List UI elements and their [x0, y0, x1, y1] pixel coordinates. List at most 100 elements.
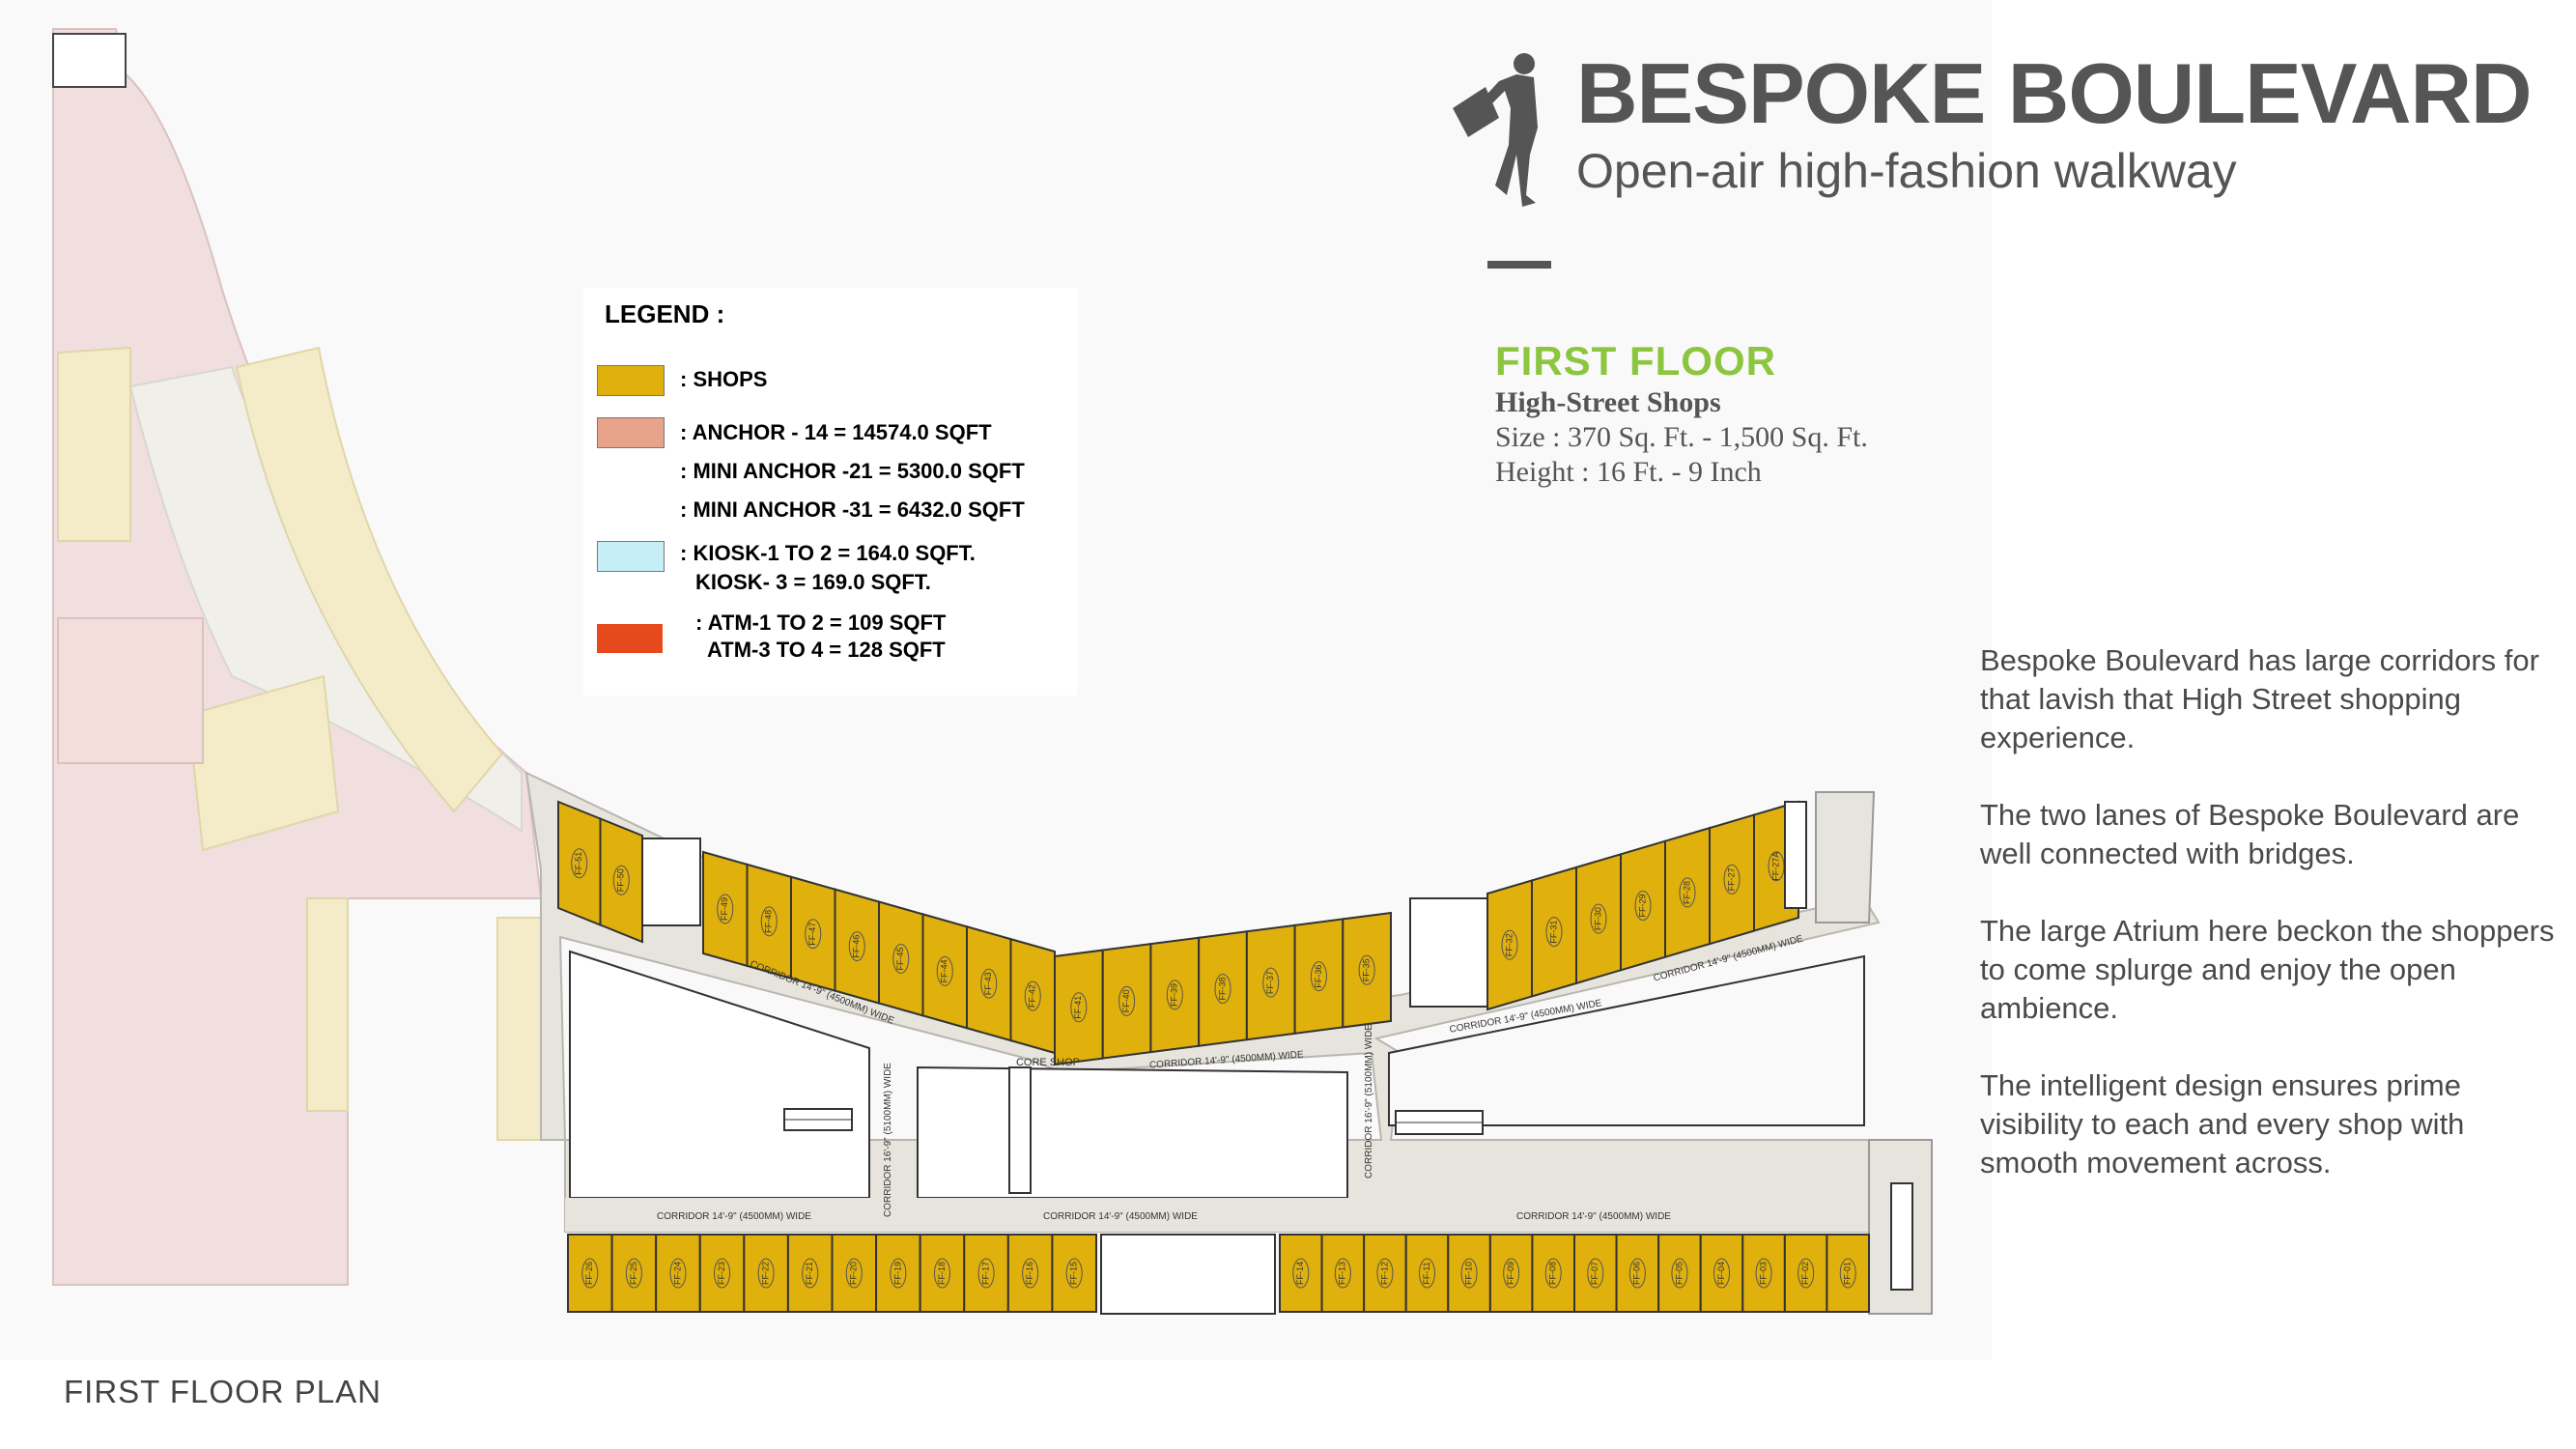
shop-label-oval	[612, 865, 630, 895]
corridor-label-lower-mid: CORRIDOR 14'-9" (4500MM) WIDE	[1043, 1211, 1198, 1222]
shop-label-oval	[1587, 1258, 1604, 1289]
legend-title: LEGEND :	[605, 299, 725, 328]
shop-label: FF-43	[983, 972, 993, 995]
shop-label-oval	[1713, 1258, 1730, 1289]
shop-label: FF-23	[717, 1262, 726, 1285]
shop-label: FF-28	[1682, 881, 1691, 904]
shop-label: FF-02	[1800, 1262, 1810, 1285]
corridor-label-vertical-right: CORRIDOR 16'-9" (5100MM) WIDE	[1364, 1024, 1374, 1179]
shop-label-oval	[1214, 974, 1231, 1004]
shop-label-oval	[980, 968, 998, 999]
shop-label: FF-05	[1674, 1262, 1684, 1285]
info-panel-background	[1992, 0, 2576, 1449]
shop-label: FF-48	[764, 910, 774, 933]
title-divider	[1487, 261, 1551, 269]
shop-unit[interactable]	[1051, 1234, 1097, 1313]
plan-caption: FIRST FLOOR PLAN	[64, 1374, 382, 1409]
shop-label: FF-10	[1463, 1262, 1473, 1285]
shop-label: FF-27	[1726, 867, 1736, 891]
shop-label-oval	[892, 943, 910, 974]
caption-bar	[0, 1360, 1992, 1449]
shop-label-oval	[805, 919, 822, 950]
shop-label-oval	[1358, 954, 1375, 985]
shop-label-oval	[845, 1258, 863, 1289]
shop-label: FF-22	[761, 1262, 771, 1285]
shop-label: FF-38	[1217, 977, 1227, 1000]
legend-swatch-kiosk	[597, 541, 665, 572]
legend-label-atm-2: ATM-3 TO 4 = 128 SQFT	[707, 638, 946, 662]
shop-label: FF-29	[1637, 894, 1647, 917]
shop-label: FF-37	[1265, 971, 1275, 994]
corridor-label-lower-left: CORRIDOR 14'-9" (4500MM) WIDE	[657, 1211, 811, 1222]
shop-label-oval	[1070, 992, 1088, 1023]
shop-label-oval	[757, 1258, 775, 1289]
atrium-void-center	[917, 1065, 1348, 1199]
shop-label: FF-09	[1506, 1262, 1515, 1285]
shop-label: FF-31	[1548, 921, 1558, 944]
shop-label: FF-36	[1314, 965, 1323, 988]
shop-label-oval	[717, 894, 734, 924]
floor-title: FIRST FLOOR	[1495, 338, 1776, 384]
shop-unit[interactable]	[599, 817, 643, 944]
shop-label-oval	[1334, 1258, 1351, 1289]
shop-label: FF-45	[895, 947, 905, 970]
corridor-label-vertical-left: CORRIDOR 16'-9" (5100MM) WIDE	[883, 1063, 893, 1217]
shop-label: FF-19	[892, 1262, 902, 1285]
shop-label-oval	[1723, 864, 1741, 895]
floor-height: Height : 16 Ft. - 9 Inch	[1495, 456, 1762, 488]
legend-label-atm-1: : ATM-1 TO 2 = 109 SQFT	[695, 611, 947, 635]
shop-label: FF-04	[1716, 1262, 1726, 1285]
shop-label: FF-01	[1843, 1262, 1853, 1285]
shop-label-oval	[936, 955, 953, 986]
shop-label-oval	[890, 1258, 907, 1289]
shop-label: FF-15	[1069, 1262, 1079, 1285]
legend-swatch-atm	[597, 624, 663, 653]
shop-label: FF-30	[1593, 907, 1602, 930]
description-paragraph-1: Bespoke Boulevard has large corridors fo…	[1980, 643, 2539, 754]
shop-label: FF-11	[1422, 1262, 1431, 1284]
travelator-right-top	[1784, 801, 1807, 909]
right-upper-end	[1815, 791, 1876, 923]
brand-subtitle: Open-air high-fashion walkway	[1576, 144, 2237, 198]
shop-label-oval	[1118, 985, 1136, 1016]
shop-label: FF-25	[629, 1262, 638, 1285]
shop-label: FF-32	[1504, 933, 1514, 956]
shop-label: FF-51	[574, 852, 583, 875]
faded-shops-row	[186, 674, 340, 852]
shop-label: FF-08	[1548, 1262, 1558, 1285]
shop-label: FF-03	[1758, 1262, 1768, 1285]
shop-label: FF-21	[805, 1262, 814, 1285]
shop-label-oval	[1671, 1258, 1688, 1289]
legend-box: LEGEND : : SHOPS : ANCHOR - 14 = 14574.0…	[583, 288, 1078, 696]
shop-label: FF-16	[1025, 1262, 1034, 1285]
shop-label-oval	[1798, 1258, 1815, 1289]
lower-corridor-band	[565, 1198, 1869, 1232]
shop-label: FF-24	[672, 1262, 682, 1285]
stair-core-top-left	[52, 33, 127, 88]
shop-label: FF-27A	[1770, 852, 1780, 881]
shop-label: FF-06	[1632, 1262, 1642, 1285]
shop-label: FF-42	[1028, 984, 1037, 1008]
escalator-right	[1395, 1110, 1484, 1135]
shop-label-oval	[1024, 980, 1041, 1011]
legend-label-kiosk-2: KIOSK- 3 = 169.0 SQFT.	[695, 570, 931, 594]
shop-label: FF-49	[720, 897, 729, 921]
shop-label: FF-47	[807, 923, 817, 946]
shop-label-oval	[802, 1258, 819, 1289]
shop-label-oval	[760, 906, 778, 937]
description-paragraph-2: The two lanes of Bespoke Boulevard are w…	[1980, 798, 2520, 870]
shop-label-oval	[1022, 1258, 1039, 1289]
shop-label-oval	[1419, 1258, 1435, 1289]
shop-unit[interactable]	[1826, 1234, 1870, 1313]
legend-label-mini-anchor-21: : MINI ANCHOR -21 = 5300.0 SQFT	[680, 459, 1025, 483]
shop-label: FF-14	[1295, 1262, 1305, 1285]
floor-subtitle: High-Street Shops	[1495, 386, 1721, 418]
shop-unit[interactable]	[1342, 911, 1392, 1029]
shop-label: FF-39	[1170, 983, 1179, 1007]
shop-label-oval	[1755, 1258, 1772, 1289]
shop-label-oval	[933, 1258, 950, 1289]
shop-label-oval	[1310, 961, 1327, 992]
shop-label-oval	[1065, 1258, 1083, 1289]
